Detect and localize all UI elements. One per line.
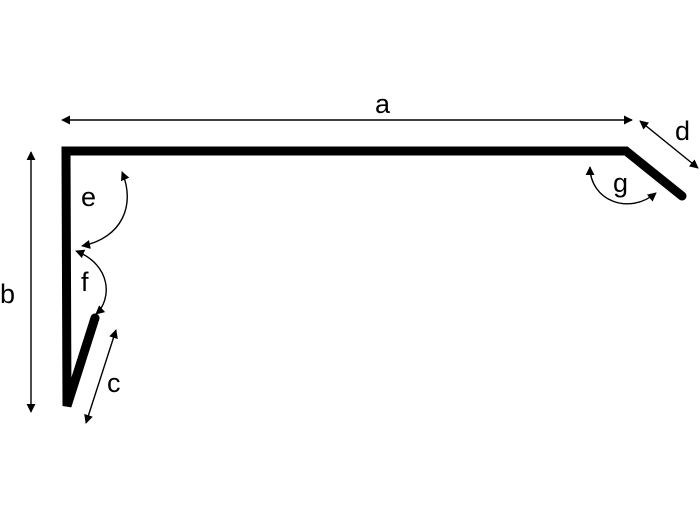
- label-g: g: [613, 168, 628, 198]
- label-b: b: [0, 279, 15, 309]
- label-e: e: [81, 182, 96, 212]
- dimension-d-arrow: [639, 120, 699, 169]
- angle-g-arc: [585, 166, 657, 205]
- angle-f-arc: [75, 249, 107, 315]
- label-f: f: [81, 267, 89, 297]
- label-d: d: [675, 116, 690, 146]
- profile-outline: [61, 146, 687, 408]
- dimension-c-arrow: [84, 329, 118, 424]
- angle-e-arc: [81, 171, 130, 249]
- label-a: a: [375, 89, 391, 119]
- label-c: c: [107, 368, 121, 398]
